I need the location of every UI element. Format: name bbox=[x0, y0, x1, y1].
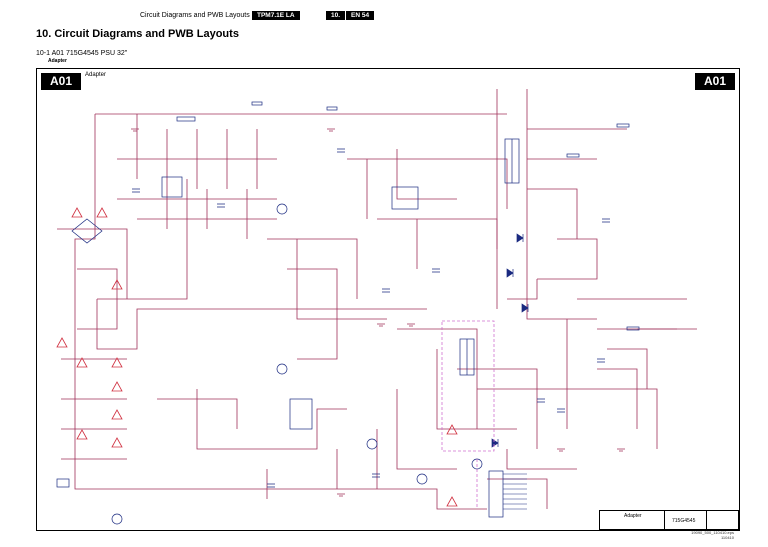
header-section-title: Circuit Diagrams and PWB Layouts bbox=[140, 12, 250, 19]
warning-triangles bbox=[56, 207, 458, 507]
title-block: Adapter 715G4545 bbox=[599, 510, 739, 530]
title-block-number: 715G4545 bbox=[672, 518, 696, 524]
page-footer: 19090_500_110410.eps 110410 bbox=[691, 530, 734, 540]
page-header: Circuit Diagrams and PWB Layouts TPM7.1E… bbox=[0, 10, 768, 22]
ground-symbols bbox=[131, 128, 625, 497]
diagram-subtitle: 10-1 A01 715G4545 PSU 32" bbox=[36, 50, 128, 57]
component-symbols bbox=[56, 101, 640, 525]
sheet-label: Adapter bbox=[85, 72, 107, 78]
wire-network bbox=[57, 89, 697, 510]
footer-filename: 19090_500_110410.eps bbox=[691, 530, 734, 535]
title-block-divider bbox=[706, 511, 707, 529]
title-block-name: Adapter bbox=[624, 513, 642, 519]
isolation-boundary bbox=[441, 320, 495, 452]
title-block-divider bbox=[664, 511, 665, 529]
schematic-drawing bbox=[56, 89, 697, 525]
header-language-chip: EN 54 bbox=[346, 11, 375, 20]
header-chapter-chip: 10. bbox=[326, 11, 346, 20]
diagram-sublabel: Adapter bbox=[48, 58, 67, 64]
schematic-frame: A01 Adapter A01 bbox=[36, 68, 740, 531]
header-model-chip: TPM7.1E LA bbox=[252, 11, 300, 20]
sheet-tag-left: A01 bbox=[41, 73, 81, 90]
page-title: 10. Circuit Diagrams and PWB Layouts bbox=[36, 28, 239, 40]
sheet-tag-right: A01 bbox=[695, 73, 735, 90]
footer-date: 110410 bbox=[720, 535, 734, 540]
